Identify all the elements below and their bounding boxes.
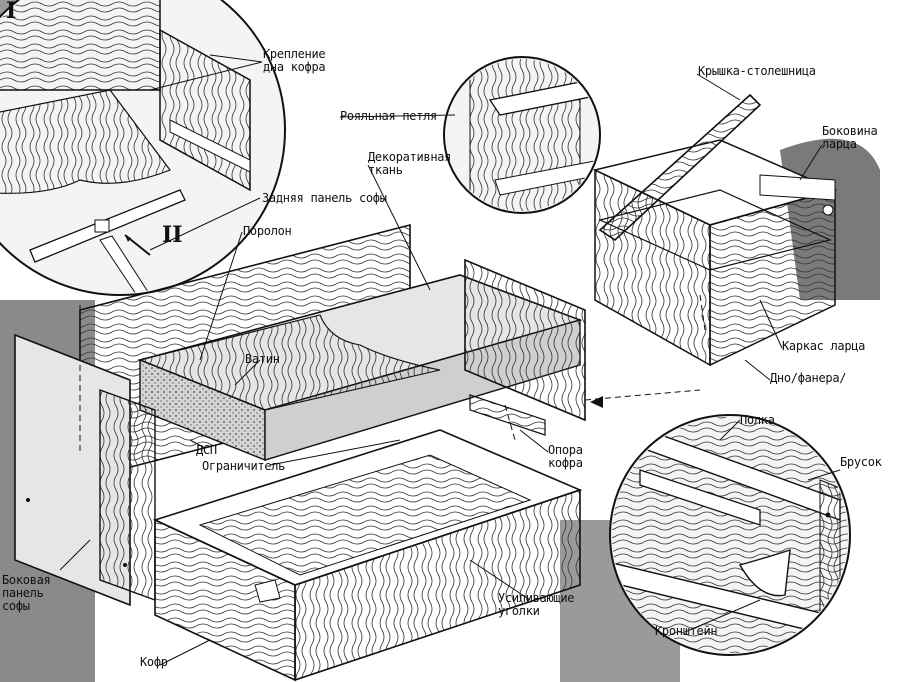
sofa-end-panel <box>464 258 586 422</box>
view-label-2: II <box>162 222 183 248</box>
label-sofa-side: Боковая панель софы <box>2 573 51 613</box>
label-back-panel: Задняя панель софы <box>262 191 387 205</box>
inset-circle-3 <box>609 414 851 656</box>
label-bar: Брусок <box>840 455 882 469</box>
label-bracket: Кронштейн <box>655 624 718 638</box>
label-box-support: Опора кофра <box>548 443 583 470</box>
label-lid-tabletop: Крышка-столешница <box>698 64 816 78</box>
label-coffer: Кофр <box>140 655 168 669</box>
label-batting: Ватин <box>245 352 280 366</box>
label-foam: Поролон <box>243 224 292 238</box>
label-shelf: Полка <box>740 413 775 427</box>
label-box-frame: Каркас ларца <box>782 339 866 353</box>
view-label-1: I <box>6 0 17 24</box>
storage-box <box>592 93 838 367</box>
coffer-box <box>152 394 583 682</box>
label-bottom-fixing: Крепление дна кофра <box>263 47 326 74</box>
label-bottom-plywood: Дно/фанера/ <box>770 371 847 385</box>
leader-lines <box>59 54 841 666</box>
sofa-side-panel <box>14 333 156 607</box>
label-decor-fabric: Декоративная ткань <box>368 150 452 177</box>
label-limiter: Ограничитель <box>202 459 286 473</box>
arrow-left <box>590 396 603 408</box>
label-box-side: Боковина ларца <box>822 124 878 151</box>
label-piano-hinge: Рояльная петля <box>340 109 437 123</box>
inset-circle-2 <box>443 56 601 214</box>
inset-circle-1 <box>0 0 286 296</box>
label-reinforcing-corners: Усиливающие уголки <box>498 591 575 618</box>
label-chipboard: ДСП <box>196 443 217 457</box>
